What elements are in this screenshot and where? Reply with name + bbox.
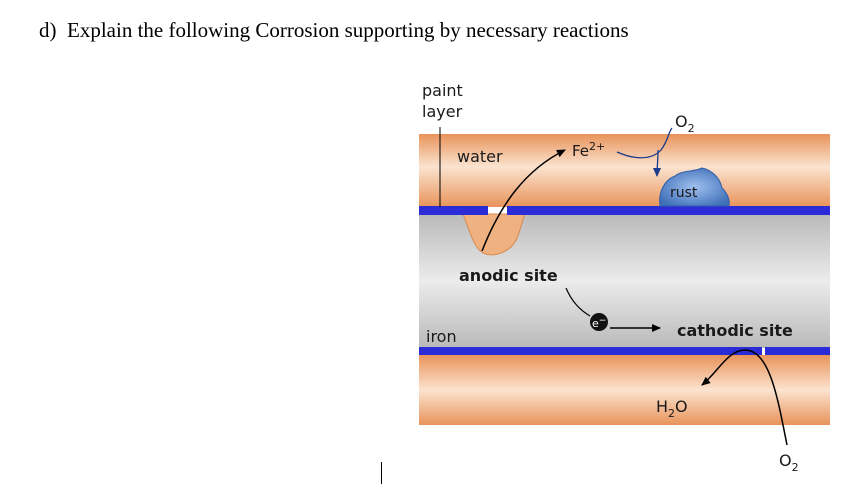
- oxygen-to-rust-arrow: [616, 127, 673, 159]
- rust-label: rust: [670, 185, 698, 201]
- o2-bottom-sub: 2: [792, 461, 799, 474]
- h2o-label: H2O: [656, 397, 688, 420]
- water-layer-bottom: [419, 355, 830, 425]
- paint-layer-label-2: layer: [422, 102, 463, 121]
- electron-base: e: [592, 317, 599, 330]
- h2o-h: H: [656, 397, 668, 416]
- iron-label: iron: [426, 327, 457, 346]
- h2o-o: O: [675, 397, 688, 416]
- paint-layer-label-1: paint: [422, 81, 463, 100]
- h2o-sub: 2: [668, 407, 675, 420]
- question-text: d) Explain the following Corrosion suppo…: [39, 18, 629, 43]
- fe-base: Fe: [572, 142, 589, 160]
- paint-layer-top-right: [507, 206, 830, 215]
- text-cursor: [381, 462, 382, 484]
- water-layer-top: [419, 134, 830, 207]
- rust-deposit: [659, 167, 730, 207]
- question-label: d): [39, 18, 57, 42]
- o2-bottom-base: O: [779, 451, 792, 470]
- oxygen-arrow-head: [653, 149, 662, 177]
- fe-ion-arrow: [481, 149, 566, 252]
- question-body: Explain the following Corrosion supporti…: [67, 18, 629, 42]
- electron-path: [565, 287, 591, 317]
- paint-layer-bottom-left: [419, 347, 762, 355]
- o2-bottom-label: O2: [779, 451, 799, 474]
- anodic-pit: [462, 213, 526, 256]
- fe-ion-label: Fe2+: [572, 140, 605, 160]
- cathodic-reaction-arc: [701, 349, 788, 446]
- water-label: water: [457, 147, 503, 166]
- paint-layer-top-left: [419, 206, 488, 215]
- electron-charge: −: [599, 316, 607, 326]
- anodic-site-label: anodic site: [459, 266, 558, 285]
- o2-top-label: O2: [675, 112, 695, 135]
- cathodic-site-label: cathodic site: [677, 321, 793, 340]
- electron-icon: [590, 313, 608, 331]
- fe-charge: 2+: [589, 140, 605, 153]
- paint-layer-bottom-right: [765, 347, 830, 355]
- o2-top-base: O: [675, 112, 688, 131]
- electron-label: e−: [592, 316, 606, 330]
- o2-top-sub: 2: [688, 122, 695, 135]
